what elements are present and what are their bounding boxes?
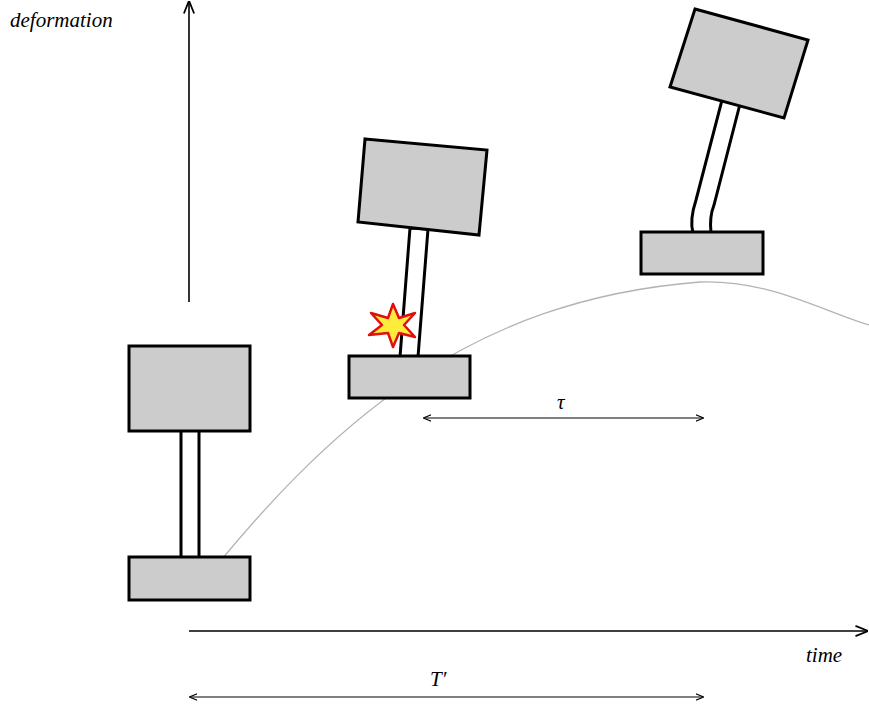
response-curve — [189, 282, 869, 600]
axis-label: deformation — [10, 10, 113, 31]
deformation-axis — [188, 2, 190, 302]
damage-star — [369, 304, 415, 347]
period-dimension — [190, 697, 703, 698]
dimension-label: τ — [557, 392, 565, 413]
structures — [129, 9, 808, 600]
time-axis — [189, 630, 867, 632]
dimension-label: T′ — [430, 669, 446, 690]
axis-label: time — [806, 645, 842, 666]
tau-dimension — [424, 418, 703, 419]
